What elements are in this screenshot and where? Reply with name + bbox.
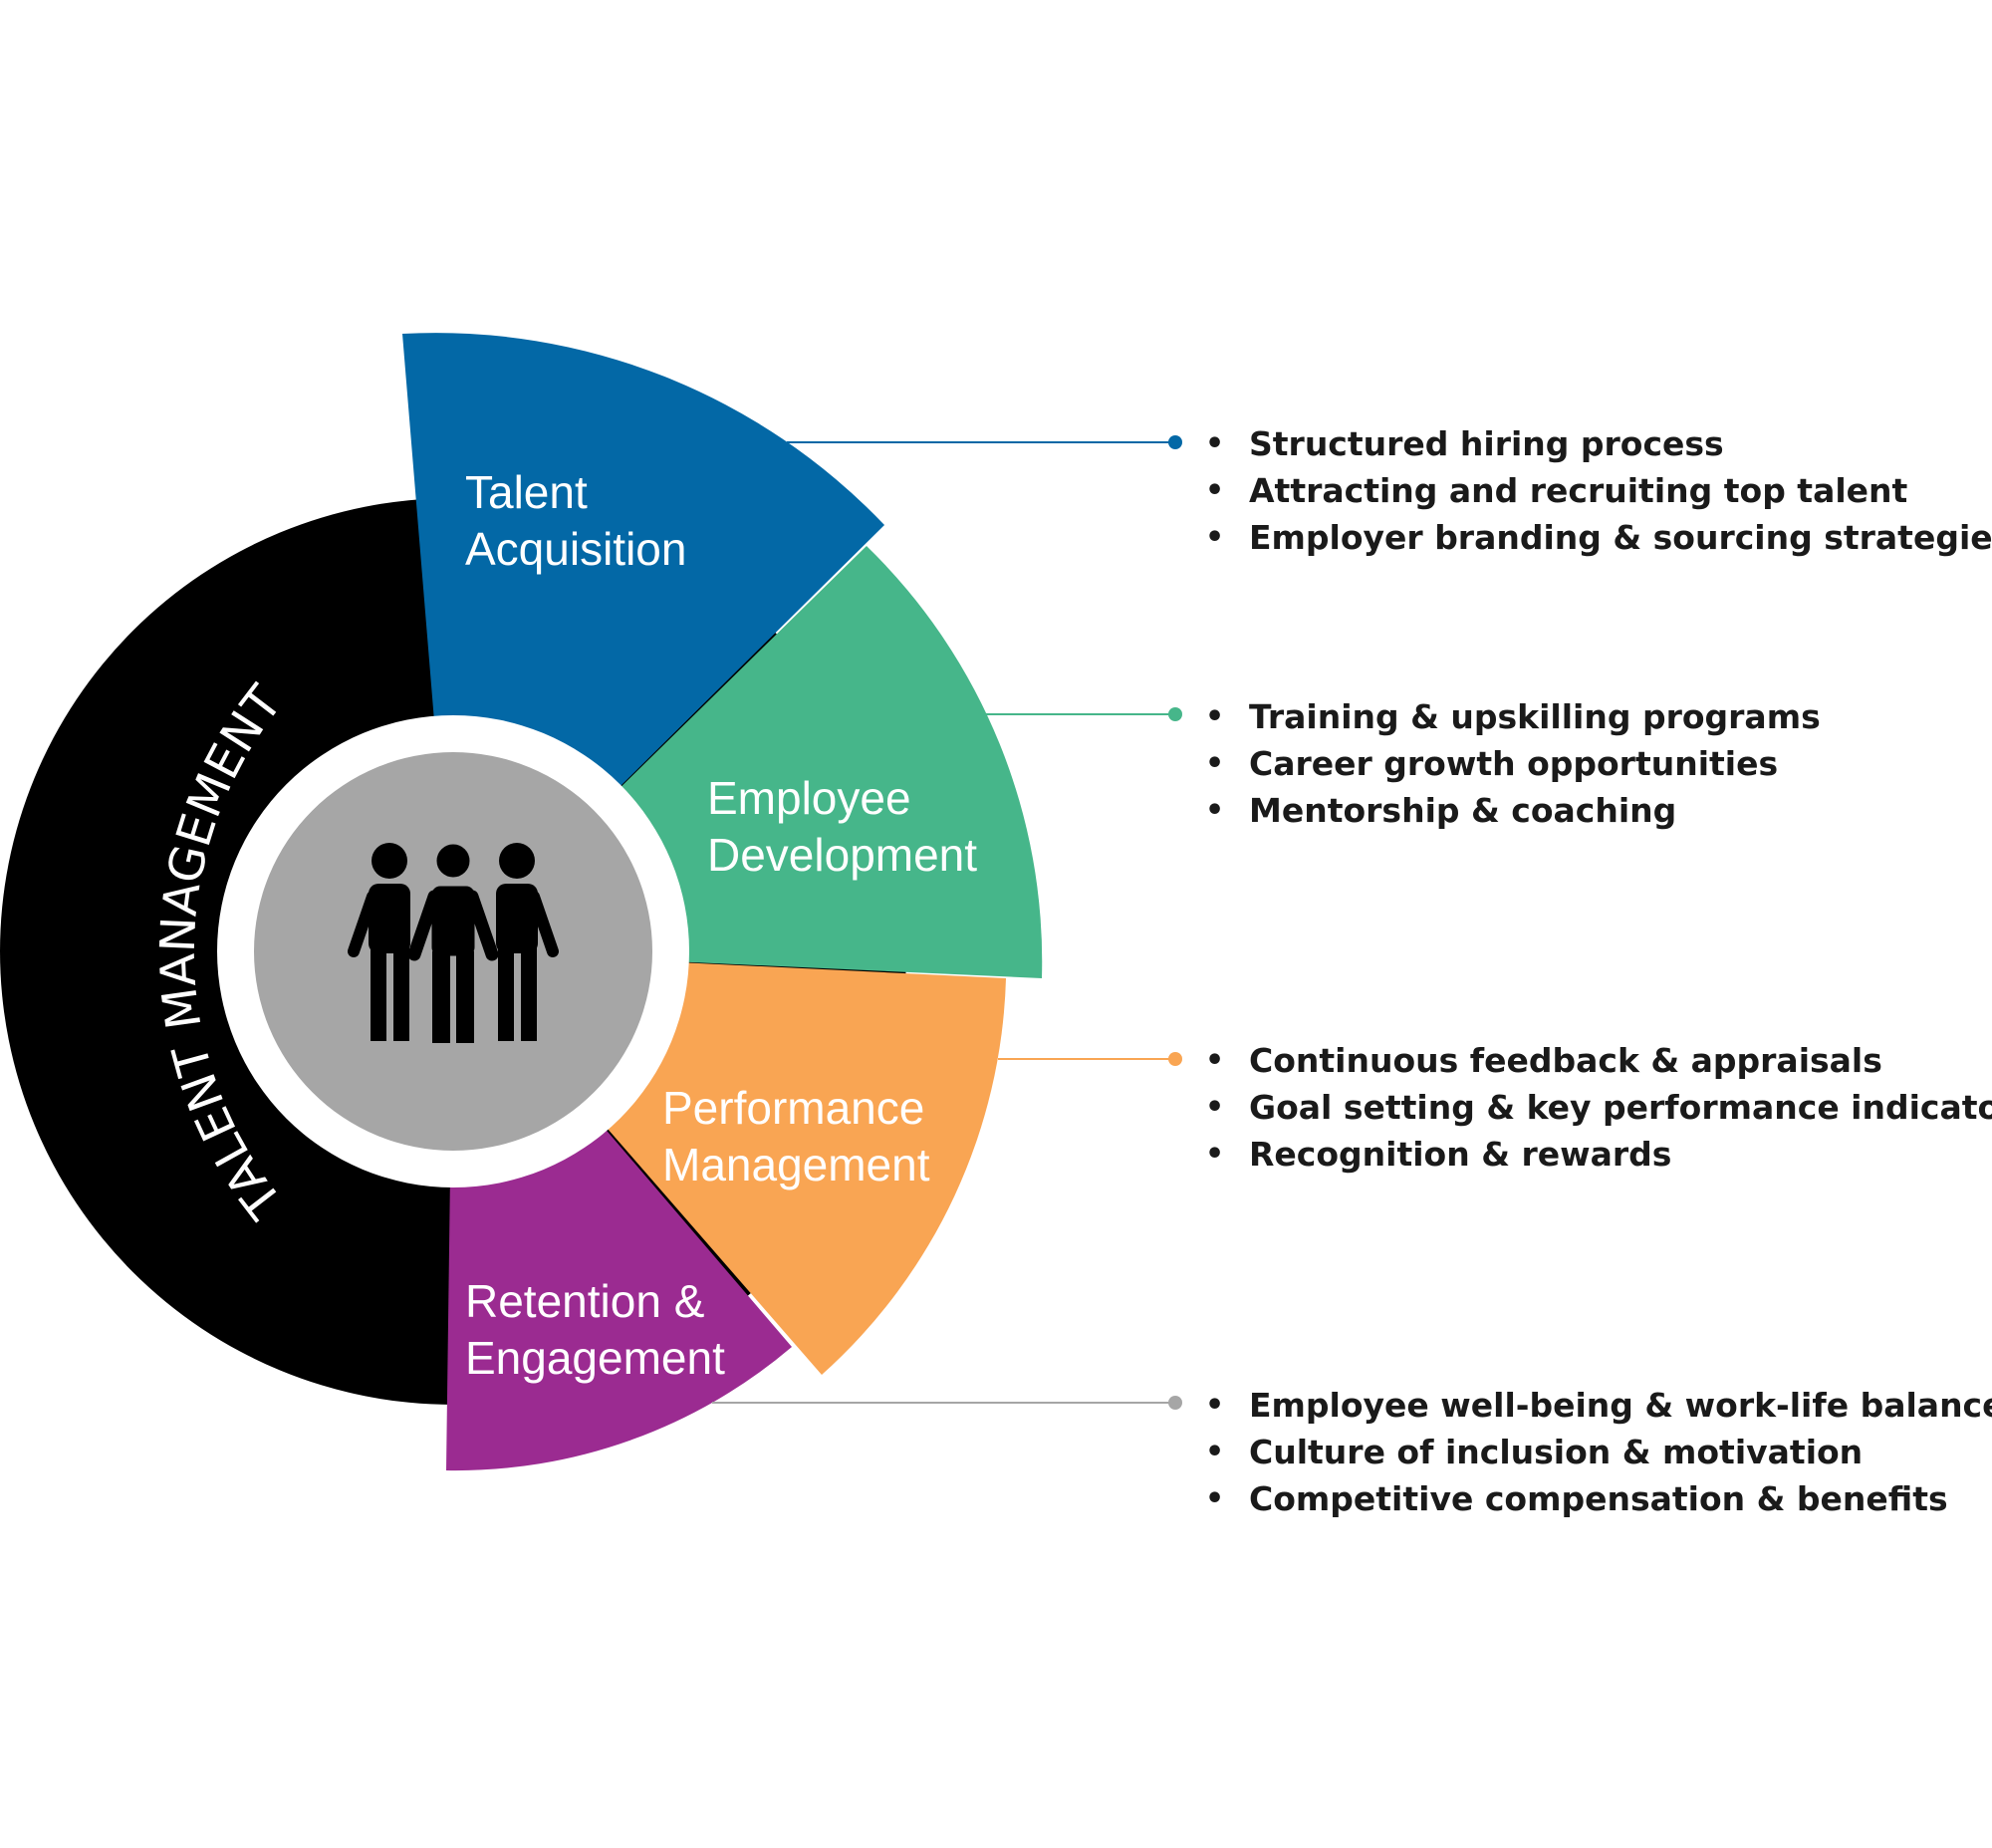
talent-acquisition-line2: Acquisition [465,523,686,575]
retention-engagement-line1: Retention & [465,1275,704,1327]
bullet-dot-icon: • [1205,1388,1225,1423]
bullet-item: • Employer branding & sourcing strategies [1203,514,1992,561]
bullet-dot-icon: • [1205,746,1225,781]
bullet-text: Competitive compensation & benefits [1249,1479,1948,1518]
bullet-text: Culture of inclusion & motivation [1249,1433,1864,1471]
connector-performance-management [998,1052,1182,1066]
bullets-talent-acquisition: • Structured hiring process • Attracting a… [1203,420,1992,561]
people-group-icon [348,839,559,1043]
bullet-item: • Culture of inclusion & motivation [1203,1429,1990,1475]
bullets-retention-engagement: • Employee well-being & work-life balance… [1203,1382,1992,1522]
bullet-dot-icon: • [1205,1137,1225,1172]
bullet-item: • Career growth opportunities [1203,740,1990,787]
bullet-text: Employer branding & sourcing strategies [1249,518,1992,557]
segment-label-retention-engagement: Retention & Engagement [465,1275,725,1384]
person-icon-center [407,839,499,1043]
bullet-dot-icon: • [1205,473,1225,508]
connector-retention-engagement [712,1396,1182,1410]
person-icon-left [348,843,410,1041]
segment-label-employee-development: Employee Development [707,772,977,881]
bullet-text: Training & upskilling programs [1249,697,1821,736]
retention-engagement-line2: Engagement [465,1332,725,1384]
bullet-item: • Attracting and recruiting top talent [1203,467,1990,514]
connector-employee-development [986,707,1182,721]
bullet-text: Employee well-being & work-life balance [1249,1386,1992,1425]
bullet-item: • Competitive compensation & benefits [1203,1475,1990,1522]
bullet-dot-icon: • [1205,1481,1225,1516]
bullet-item: • Goal setting & key performance indicato… [1203,1084,1992,1131]
employee-development-line1: Employee [707,772,911,824]
person-icon-right [496,843,559,1041]
bullet-text: Recognition & rewards [1249,1135,1672,1174]
bullet-dot-icon: • [1205,426,1225,461]
bullet-dot-icon: • [1205,520,1225,555]
employee-development-line2: Development [707,829,977,881]
bullets-employee-development: • Training & upskilling programs • Career … [1203,693,1990,834]
performance-management-line1: Performance [662,1082,924,1134]
bullet-text: Mentorship & coaching [1249,791,1677,830]
bullets-performance-management: • Continuous feedback & appraisals • Goal … [1203,1037,1992,1178]
bullet-dot-icon: • [1205,793,1225,828]
bullet-item: • Structured hiring process [1203,420,1990,467]
segment-label-performance-management: Performance Management [662,1082,937,1190]
bullet-text: Structured hiring process [1249,424,1724,463]
bullet-item: • Recognition & rewards [1203,1131,1990,1178]
bullet-dot-icon: • [1205,1435,1225,1469]
connector-talent-acquisition [787,435,1182,449]
bullet-text: Attracting and recruiting top talent [1249,471,1908,510]
bullet-text: Career growth opportunities [1249,744,1779,783]
bullet-text: Continuous feedback & appraisals [1249,1041,1882,1080]
performance-management-line2: Management [662,1139,930,1190]
bullet-dot-icon: • [1205,1090,1225,1125]
bullet-item: • Continuous feedback & appraisals [1203,1037,1990,1084]
bullet-item: • Training & upskilling programs [1203,693,1990,740]
segment-label-talent-acquisition: Talent Acquisition [465,466,686,575]
bullet-item: • Employee well-being & work-life balance [1203,1382,1992,1429]
bullet-dot-icon: • [1205,1043,1225,1078]
bullet-item: • Mentorship & coaching [1203,787,1990,834]
bullet-text: Goal setting & key performance indicator… [1249,1088,1992,1127]
talent-acquisition-line1: Talent [465,466,588,518]
bullet-dot-icon: • [1205,699,1225,734]
